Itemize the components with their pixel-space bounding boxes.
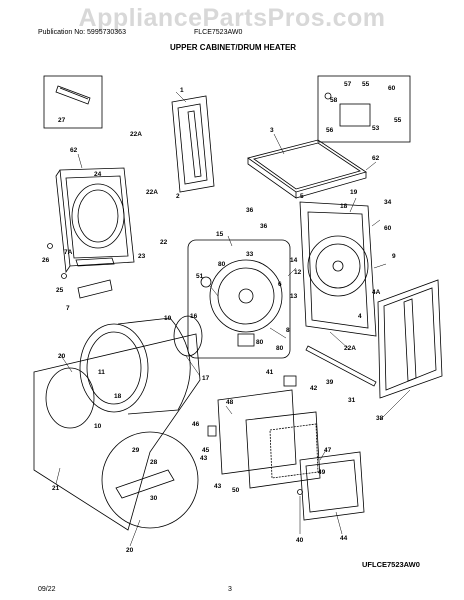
callout-1: 1 [180,87,184,94]
rear-bulkhead [299,201,377,337]
small-front-parts [47,243,115,299]
callout-2: 2 [176,193,180,200]
callout-38: 38 [376,415,384,422]
callout-43: 43 [214,483,222,490]
heater-assembly-box [187,239,291,359]
callout-20: 20 [126,547,134,554]
section-title: UPPER CABINET/DRUM HEATER [170,43,297,52]
callout-17: 17 [202,375,210,382]
callout-50: 50 [232,487,240,494]
callout-39: 39 [326,379,334,386]
publication-number: Publication No: 5995730363 [38,29,126,36]
callout-22a: 22A [146,189,158,196]
diagram-model-label: UFLCE7523AW0 [362,560,420,569]
callout-48: 48 [226,399,234,406]
callout-31: 31 [348,397,356,404]
watermark: AppliancePartsPros.com [78,4,386,32]
callout-80: 80 [218,261,226,268]
part-38-side-panel [377,279,443,399]
callout-12: 12 [294,269,302,276]
callout-3: 3 [270,127,274,134]
callout-60: 60 [384,225,392,232]
callout-18: 18 [340,203,348,210]
callout-55: 55 [362,81,370,88]
callout-25: 25 [56,287,64,294]
callout-51: 51 [196,273,204,280]
callout-7: 7 [66,305,70,312]
callout-26: 26 [42,257,50,264]
callout-40: 40 [296,537,304,544]
part-41-42 [283,375,297,387]
model-number: FLCE7523AW0 [194,29,243,36]
callout-7a: 7A [64,249,73,256]
callout-10: 10 [164,315,172,322]
callout-4: 4 [358,313,362,320]
part-3-top-cover [247,139,367,199]
callout-29: 29 [132,447,140,454]
drum-seal-and-outline [33,333,201,531]
callout-47: 47 [324,447,332,454]
part-1-panel [171,95,215,193]
callout-9: 9 [392,253,396,260]
callout-10: 10 [94,423,102,430]
callout-62: 62 [70,147,78,154]
callout-56: 56 [326,127,334,134]
thermostat-inset [317,75,411,143]
callout-24: 24 [94,171,102,178]
baffle-inset [101,431,199,529]
callout-41: 41 [266,369,274,376]
callout-20: 20 [58,353,66,360]
callout-22a: 22A [130,131,142,138]
callout-22: 22 [160,239,168,246]
callout-23: 23 [138,253,146,260]
part-27-inset [43,75,103,129]
callout-49: 49 [318,469,326,476]
callout-42: 42 [310,385,318,392]
callout-58: 58 [330,97,338,104]
callout-5: 5 [300,193,304,200]
callout-13: 13 [290,293,298,300]
callout-36: 36 [260,223,268,230]
callout-45: 45 [202,447,210,454]
part-39-rail [305,345,377,387]
callout-16: 16 [190,313,198,320]
drum-assembly [79,315,203,415]
callout-53: 53 [372,125,380,132]
leader-lines [55,91,411,547]
page-number: 3 [228,586,232,593]
callout-43: 43 [200,455,208,462]
callout-4a: 4A [372,289,381,296]
callout-46: 46 [192,421,200,428]
callout-8: 8 [286,327,290,334]
callout-60: 60 [388,85,396,92]
callout-44: 44 [340,535,348,542]
callout-18: 18 [114,393,122,400]
callout-55: 55 [394,117,402,124]
callout-15: 15 [216,231,224,238]
callout-30: 30 [150,495,158,502]
callout-11: 11 [98,369,105,376]
callout-22a: 22A [344,345,356,352]
callout-28: 28 [150,459,158,466]
callout-21: 21 [52,485,60,492]
vent-plate-assembly [207,389,365,521]
front-frame-assembly [55,167,135,274]
footer-date: 09/22 [38,586,56,593]
callout-6: 6 [278,281,282,288]
callout-80: 80 [256,339,264,346]
callout-33: 33 [246,251,254,258]
callout-62: 62 [372,155,380,162]
callout-27: 27 [58,117,66,124]
callout-36: 36 [246,207,254,214]
callout-34: 34 [384,199,392,206]
callout-57: 57 [344,81,352,88]
callout-labels: 1 27 22A 62 24 22A 2 22 26 7A 23 25 7 3 … [42,81,402,554]
callout-19: 19 [350,189,358,196]
callout-14: 14 [290,257,298,264]
callout-80: 80 [276,345,284,352]
